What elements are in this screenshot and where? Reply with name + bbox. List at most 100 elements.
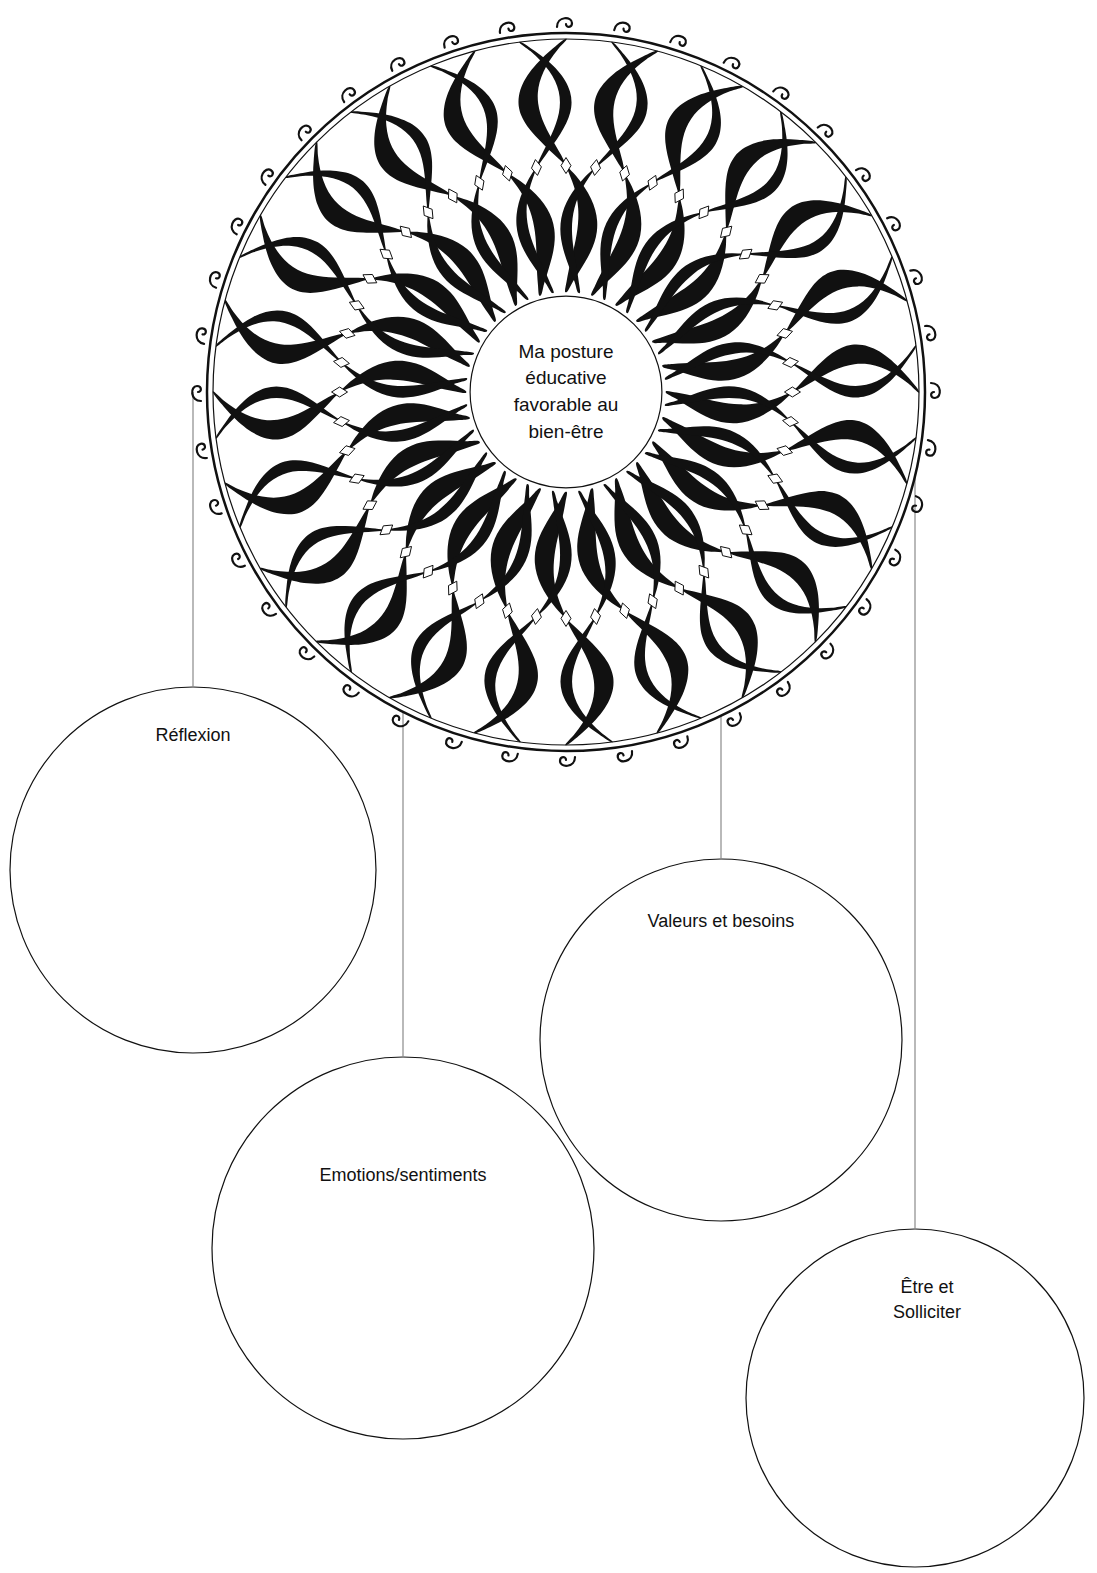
- ring-curl: [229, 217, 244, 234]
- topic-circle: Valeurs et besoins: [539, 858, 903, 1222]
- ring-curl: [926, 440, 937, 456]
- ray-diamond: [349, 474, 364, 483]
- ray-diamond: [334, 357, 350, 367]
- connector-line: [402, 712, 403, 1056]
- ring-curl: [295, 123, 312, 140]
- mandala-ray-thin: [665, 342, 916, 397]
- circle-label: Réflexion: [155, 723, 230, 748]
- ring-curl: [911, 496, 924, 513]
- ray-diamond: [755, 501, 769, 510]
- ray-diamond: [620, 603, 630, 618]
- ring-curl: [209, 499, 222, 516]
- ring-curl: [614, 21, 630, 32]
- mandala-ray-thin: [603, 484, 701, 718]
- ring-curl: [388, 56, 405, 71]
- center-label: Ma posture éducative favorable au bien-ê…: [496, 339, 636, 445]
- ray-diamond: [777, 329, 792, 339]
- ray-diamond: [768, 474, 783, 483]
- ray-diamond: [675, 581, 684, 595]
- circle-label: Valeurs et besoins: [648, 909, 795, 934]
- ring-curl: [673, 736, 690, 749]
- circle-border: [746, 1229, 1084, 1567]
- mandala-node: Ma posture éducative favorable au bien-ê…: [181, 7, 951, 777]
- ring-curl: [856, 165, 872, 182]
- ray-diamond: [448, 581, 457, 595]
- ray-diamond: [423, 206, 433, 219]
- connector-line: [720, 716, 721, 858]
- circle-border: [540, 859, 902, 1221]
- ray-diamond: [591, 609, 601, 625]
- ring-curl: [858, 599, 874, 616]
- mandala-ray-thin: [350, 111, 505, 313]
- ray-diamond: [363, 274, 377, 283]
- ray-diamond: [739, 525, 752, 535]
- ray-diamond: [332, 387, 348, 397]
- ring-curl: [888, 550, 903, 567]
- circle-border: [10, 687, 376, 1053]
- ray-diamond: [334, 417, 350, 427]
- ring-curl: [208, 271, 221, 288]
- ring-curl: [910, 268, 923, 285]
- ray-diamond: [380, 525, 393, 535]
- ray-diamond: [340, 329, 355, 339]
- mandala-ray-thin: [285, 170, 487, 331]
- ring-curl: [670, 34, 687, 47]
- ray-diamond: [720, 546, 731, 557]
- mandala-ray-thin: [626, 471, 781, 673]
- mandala-ray-thin: [216, 386, 467, 441]
- ring-curl: [445, 737, 462, 750]
- ring-curl: [776, 682, 793, 698]
- ray-diamond: [503, 603, 513, 618]
- ray-diamond: [699, 565, 709, 578]
- mandala-ray-thin: [626, 111, 787, 313]
- mandala-ray-thin: [560, 491, 615, 742]
- ring-curl: [557, 18, 572, 27]
- ring-curl: [341, 684, 358, 700]
- ring-curl: [617, 751, 633, 762]
- circle-label: Être et Solliciter: [877, 1275, 977, 1325]
- ring-curl: [773, 84, 790, 100]
- ring-curl: [499, 22, 515, 33]
- ray-diamond: [423, 565, 433, 578]
- mandala-ring: [207, 33, 925, 751]
- ray-diamond: [620, 166, 630, 181]
- mandala-illustration: [181, 7, 951, 777]
- ring-curl: [192, 386, 201, 401]
- ray-diamond: [380, 249, 393, 259]
- mandala-ray-thin: [240, 429, 474, 527]
- ray-diamond: [591, 160, 601, 176]
- ring-curl: [726, 713, 743, 728]
- ray-diamond: [349, 301, 364, 310]
- ray-diamond: [648, 175, 657, 190]
- ray-diamond: [503, 166, 513, 181]
- ray-diamond: [340, 446, 355, 456]
- ray-diamond: [768, 301, 783, 310]
- ray-diamond: [675, 189, 684, 203]
- circle-label: Emotions/sentiments: [319, 1163, 486, 1188]
- ray-diamond: [561, 610, 571, 626]
- connector-line: [192, 392, 193, 686]
- ring-curl: [724, 55, 741, 70]
- ring-curl: [339, 86, 356, 102]
- ring-curl: [260, 602, 276, 619]
- mandala-ray-thin: [645, 452, 847, 613]
- ray-diamond: [699, 206, 709, 219]
- ring-curl: [258, 167, 274, 184]
- ring-curl: [195, 328, 206, 344]
- ray-diamond: [448, 189, 457, 203]
- ray-diamond: [783, 417, 799, 427]
- ray-diamond: [531, 609, 541, 625]
- ray-diamond: [720, 226, 731, 237]
- mandala-rays: [213, 39, 919, 745]
- ray-diamond: [561, 158, 571, 174]
- ray-diamond: [531, 160, 541, 176]
- mandala-ray-thin: [516, 42, 571, 293]
- topic-circle: Réflexion: [9, 686, 377, 1054]
- ring-curl: [560, 757, 575, 766]
- connector-line: [914, 476, 915, 1228]
- ring-curl: [887, 214, 902, 231]
- ray-diamond: [755, 274, 769, 283]
- ray-diamond: [783, 357, 799, 367]
- ray-diamond: [400, 226, 411, 237]
